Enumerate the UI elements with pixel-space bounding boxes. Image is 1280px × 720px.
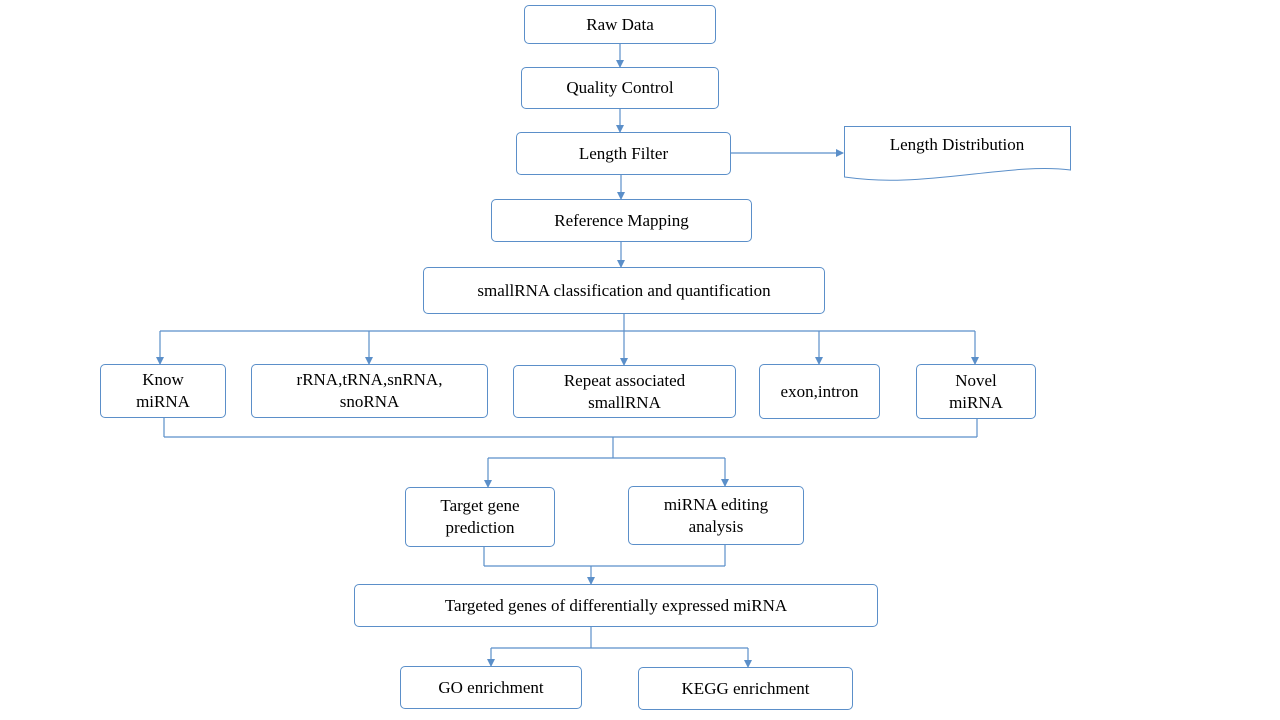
node-smallrna-classification: smallRNA classification and quantificati… [423,267,825,314]
length-distribution-document-shape [844,126,1071,181]
node-reference-mapping: Reference Mapping [491,199,752,242]
node-repeat-associated-smallrna: Repeat associated smallRNA [513,365,736,418]
node-kegg-enrichment: KEGG enrichment [638,667,853,710]
node-know-mirna: Know miRNA [100,364,226,418]
node-quality-control: Quality Control [521,67,719,109]
node-novel-mirna: Novel miRNA [916,364,1036,419]
node-length-filter: Length Filter [516,132,731,175]
node-length-distribution: Length Distribution [889,135,1025,154]
node-raw-data: Raw Data [524,5,716,44]
node-targeted-genes: Targeted genes of differentially express… [354,584,878,627]
node-exon-intron: exon,intron [759,364,880,419]
node-target-gene-prediction: Target gene prediction [405,487,555,547]
node-rrna-trna-snrna-snorna: rRNA,tRNA,snRNA, snoRNA [251,364,488,418]
node-mirna-editing-analysis: miRNA editing analysis [628,486,804,545]
node-go-enrichment: GO enrichment [400,666,582,709]
